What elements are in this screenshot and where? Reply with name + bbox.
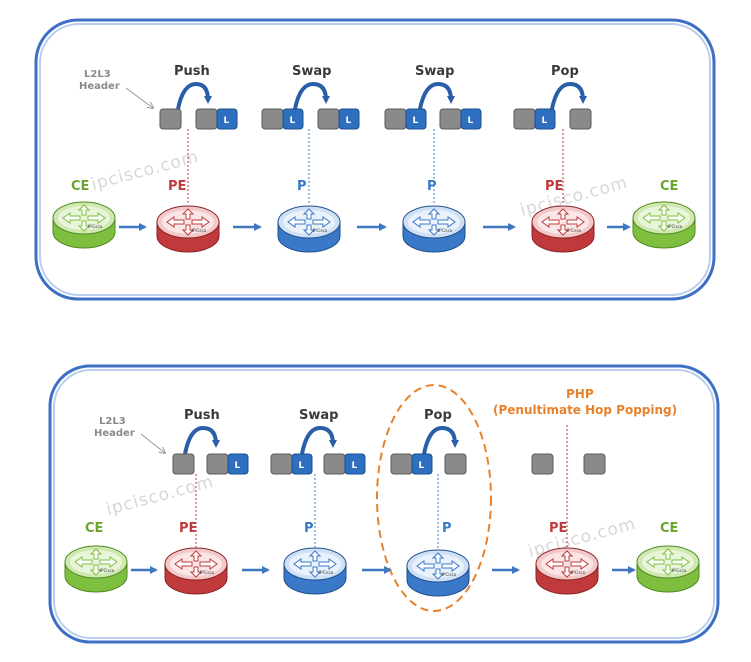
- operation-label: Push: [184, 408, 220, 423]
- router-role-label: PE: [179, 521, 197, 536]
- label-box: [227, 453, 249, 475]
- label-glyph: L: [235, 461, 241, 471]
- operation-curve-arrow: [293, 81, 330, 110]
- bottom-panel: ipcisco.com ipcisco.com L2L3 Header PHP …: [48, 364, 720, 644]
- p-router-icon: IPCisco: [402, 205, 466, 253]
- router-role-label: CE: [85, 521, 103, 536]
- pe-router-icon: IPCisco: [164, 547, 228, 595]
- svg-text:IPCisco: IPCisco: [200, 570, 215, 575]
- router-role-label: P: [304, 521, 314, 536]
- header-box: [444, 453, 467, 475]
- svg-text:IPCisco: IPCisco: [438, 228, 453, 233]
- header-box: [439, 108, 462, 130]
- label-box: [344, 453, 366, 475]
- router-role-label: PE: [168, 179, 186, 194]
- operation-label: Push: [174, 64, 210, 79]
- operation-curve-arrow: [550, 81, 587, 110]
- operation-label: Swap: [415, 64, 454, 79]
- header-box: [323, 453, 346, 475]
- header-box: [270, 453, 293, 475]
- svg-text:IPCisco: IPCisco: [88, 224, 103, 229]
- label-box: [291, 453, 313, 475]
- label-box: [534, 108, 556, 130]
- header-box: [531, 453, 554, 475]
- header-label: L2L3: [84, 69, 111, 80]
- header-label: Header: [79, 81, 120, 92]
- header-box: [317, 108, 340, 130]
- header-label: Header: [94, 428, 135, 439]
- label-box: [405, 108, 427, 130]
- label-glyph: L: [468, 116, 474, 126]
- header-label: L2L3: [99, 416, 126, 427]
- header-box: [195, 108, 218, 130]
- pe-router-icon: IPCisco: [156, 205, 220, 253]
- label-glyph: L: [299, 461, 305, 471]
- header-box: [206, 453, 229, 475]
- pe-router-icon: IPCisco: [535, 547, 599, 595]
- header-box: [513, 108, 536, 130]
- router-role-label: P: [297, 179, 307, 194]
- svg-text:IPCisco: IPCisco: [442, 572, 457, 577]
- ce-router-icon: IPCisco: [632, 201, 696, 249]
- operation-label: Pop: [551, 64, 579, 79]
- header-box: [583, 453, 606, 475]
- router-role-label: PE: [545, 179, 563, 194]
- php-title: PHP: [566, 387, 594, 401]
- ce-router-icon: IPCisco: [636, 545, 700, 593]
- p-router-icon: IPCisco: [277, 205, 341, 253]
- router-role-label: CE: [660, 179, 678, 194]
- router-role-label: CE: [71, 179, 89, 194]
- label-box: [338, 108, 360, 130]
- label-glyph: L: [290, 116, 296, 126]
- header-box: [261, 108, 284, 130]
- label-box: [216, 108, 238, 130]
- pe-router-icon: IPCisco: [531, 205, 595, 253]
- label-box: [411, 453, 433, 475]
- top-panel-frame: [34, 18, 716, 301]
- ce-router-icon: IPCisco: [64, 545, 128, 593]
- header-pointer-arrow: [140, 433, 165, 453]
- label-box: [460, 108, 482, 130]
- operation-curve-arrow: [422, 425, 459, 455]
- php-highlight-ellipse: [376, 384, 492, 612]
- router-role-label: P: [427, 179, 437, 194]
- label-glyph: L: [419, 461, 425, 471]
- header-box: [384, 108, 407, 130]
- operation-curve-arrow: [183, 425, 220, 455]
- operation-label: Swap: [299, 408, 338, 423]
- operation-label: Swap: [292, 64, 331, 79]
- operation-curve-arrow: [418, 81, 455, 110]
- operation-curve-arrow: [176, 81, 212, 110]
- label-glyph: L: [413, 116, 419, 126]
- router-role-label: P: [442, 521, 452, 536]
- router-role-label: CE: [660, 521, 678, 536]
- header-pointer-arrow: [125, 87, 153, 108]
- header-box: [159, 108, 182, 130]
- svg-text:IPCisco: IPCisco: [672, 568, 687, 573]
- operation-label: Pop: [424, 408, 452, 423]
- label-box: [282, 108, 304, 130]
- svg-text:IPCisco: IPCisco: [571, 570, 586, 575]
- top-panel: ipcisco.com ipcisco.com L2L3 Header Push…: [34, 18, 716, 301]
- operation-curve-arrow: [300, 425, 337, 455]
- svg-text:IPCisco: IPCisco: [313, 228, 328, 233]
- svg-text:IPCisco: IPCisco: [100, 568, 115, 573]
- header-box: [172, 453, 195, 475]
- ce-router-icon: IPCisco: [52, 201, 116, 249]
- svg-text:IPCisco: IPCisco: [319, 570, 334, 575]
- label-glyph: L: [542, 116, 548, 126]
- label-glyph: L: [346, 116, 352, 126]
- header-box: [390, 453, 413, 475]
- header-box: [569, 108, 592, 130]
- svg-text:IPCisco: IPCisco: [668, 224, 683, 229]
- label-glyph: L: [224, 116, 230, 126]
- p-router-icon: IPCisco: [406, 549, 470, 597]
- p-router-icon: IPCisco: [283, 547, 347, 595]
- svg-text:IPCisco: IPCisco: [192, 228, 207, 233]
- router-role-label: PE: [549, 521, 567, 536]
- php-subtitle: (Penultimate Hop Popping): [493, 403, 677, 417]
- svg-text:IPCisco: IPCisco: [567, 228, 582, 233]
- label-glyph: L: [352, 461, 358, 471]
